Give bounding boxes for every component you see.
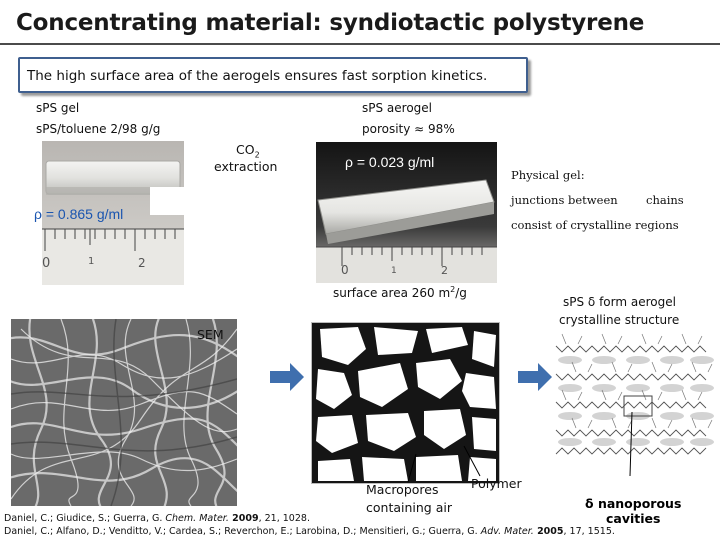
network-pointer-lines bbox=[407, 445, 481, 483]
physical-gel-heading: Physical gel: bbox=[511, 168, 585, 182]
polymer-label: Polymer bbox=[471, 476, 522, 491]
macropores-label-1: Macropores bbox=[366, 482, 439, 497]
gel-title: sPS gel bbox=[36, 101, 80, 115]
process-co-subscript: 2 bbox=[254, 150, 260, 160]
ruler-left-tick-0: 0 bbox=[42, 256, 51, 271]
aerogel-photo-drawing bbox=[316, 142, 497, 283]
cavity-label-line1: δ nanoporous bbox=[585, 496, 682, 511]
aerogel-photo bbox=[316, 142, 497, 283]
extraction-arrow bbox=[150, 175, 328, 227]
crystal-title-line1: sPS δ form aerogel bbox=[563, 295, 676, 309]
crystal-lattice bbox=[555, 333, 714, 455]
aerogel-porosity: porosity ≈ 98% bbox=[362, 122, 455, 136]
process-label-extraction: extraction bbox=[214, 159, 278, 174]
reference-1-year: 2009 bbox=[228, 513, 259, 524]
ruler-left-tick-2: 2 bbox=[138, 256, 146, 270]
reference-2-journal: Adv. Mater. bbox=[480, 526, 534, 537]
reference-2-year: 2005 bbox=[533, 526, 564, 537]
sem-image bbox=[11, 319, 237, 506]
process-co: CO bbox=[236, 142, 255, 157]
callout-box: The high surface area of the aerogels en… bbox=[18, 57, 528, 93]
crystal-structure-diagram bbox=[552, 330, 718, 460]
sem-label: SEM bbox=[197, 327, 224, 342]
reference-2-volume: , 17, 1515. bbox=[563, 526, 615, 537]
reference-1: Daniel, C.; Giudice, S.; Guerra, G. Chem… bbox=[4, 513, 310, 524]
cavity-label-line2: cavities bbox=[606, 511, 661, 526]
physical-gel-line2: consist of crystalline regions bbox=[511, 218, 679, 232]
callout-text: The high surface area of the aerogels en… bbox=[27, 68, 488, 84]
physical-gel-line1b: chains bbox=[646, 193, 684, 207]
reference-2-authors: Daniel, C.; Alfano, D.; Venditto, V.; Ca… bbox=[4, 526, 481, 537]
gel-density: ρ = 0.865 g/ml bbox=[34, 206, 124, 222]
surface-area-text: surface area 260 m bbox=[333, 286, 451, 300]
ruler-right-tick-1: 1 bbox=[391, 266, 397, 276]
reference-2: Daniel, C.; Alfano, D.; Venditto, V.; Ca… bbox=[4, 526, 615, 537]
process-label-co2: CO2 bbox=[236, 141, 260, 164]
aerogel-surface-area: surface area 260 m2/g bbox=[333, 281, 467, 302]
sem-fibers bbox=[11, 319, 237, 506]
surface-area-superscript: 2 bbox=[450, 285, 456, 294]
gel-composition: sPS/toluene 2/98 g/g bbox=[36, 122, 161, 136]
ruler-left-tick-1: 1 bbox=[88, 256, 95, 267]
ruler-right-tick-2: 2 bbox=[441, 264, 448, 277]
network-cells bbox=[312, 323, 499, 483]
macropores-label-2: containing air bbox=[366, 500, 452, 515]
reference-1-authors: Daniel, C.; Giudice, S.; Guerra, G. bbox=[4, 513, 166, 524]
reference-1-journal: Chem. Mater. bbox=[165, 513, 229, 524]
ruler-right-tick-0: 0 bbox=[341, 263, 349, 277]
aerogel-density: ρ = 0.023 g/ml bbox=[345, 154, 435, 170]
crystal-title-line2: crystalline structure bbox=[559, 313, 680, 327]
network-diagram bbox=[311, 322, 500, 484]
cavity-pointer-line bbox=[629, 411, 633, 477]
physical-gel-line1a: junctions between bbox=[511, 193, 618, 207]
surface-area-unit: /g bbox=[455, 286, 467, 300]
slide-title: Concentrating material: syndiotactic pol… bbox=[16, 10, 645, 36]
title-divider bbox=[0, 43, 720, 45]
aerogel-title: sPS aerogel bbox=[362, 101, 433, 115]
reference-1-volume: , 21, 1028. bbox=[258, 513, 310, 524]
arrow-network-to-crystal bbox=[518, 363, 552, 391]
arrow-sem-to-network bbox=[270, 363, 304, 391]
